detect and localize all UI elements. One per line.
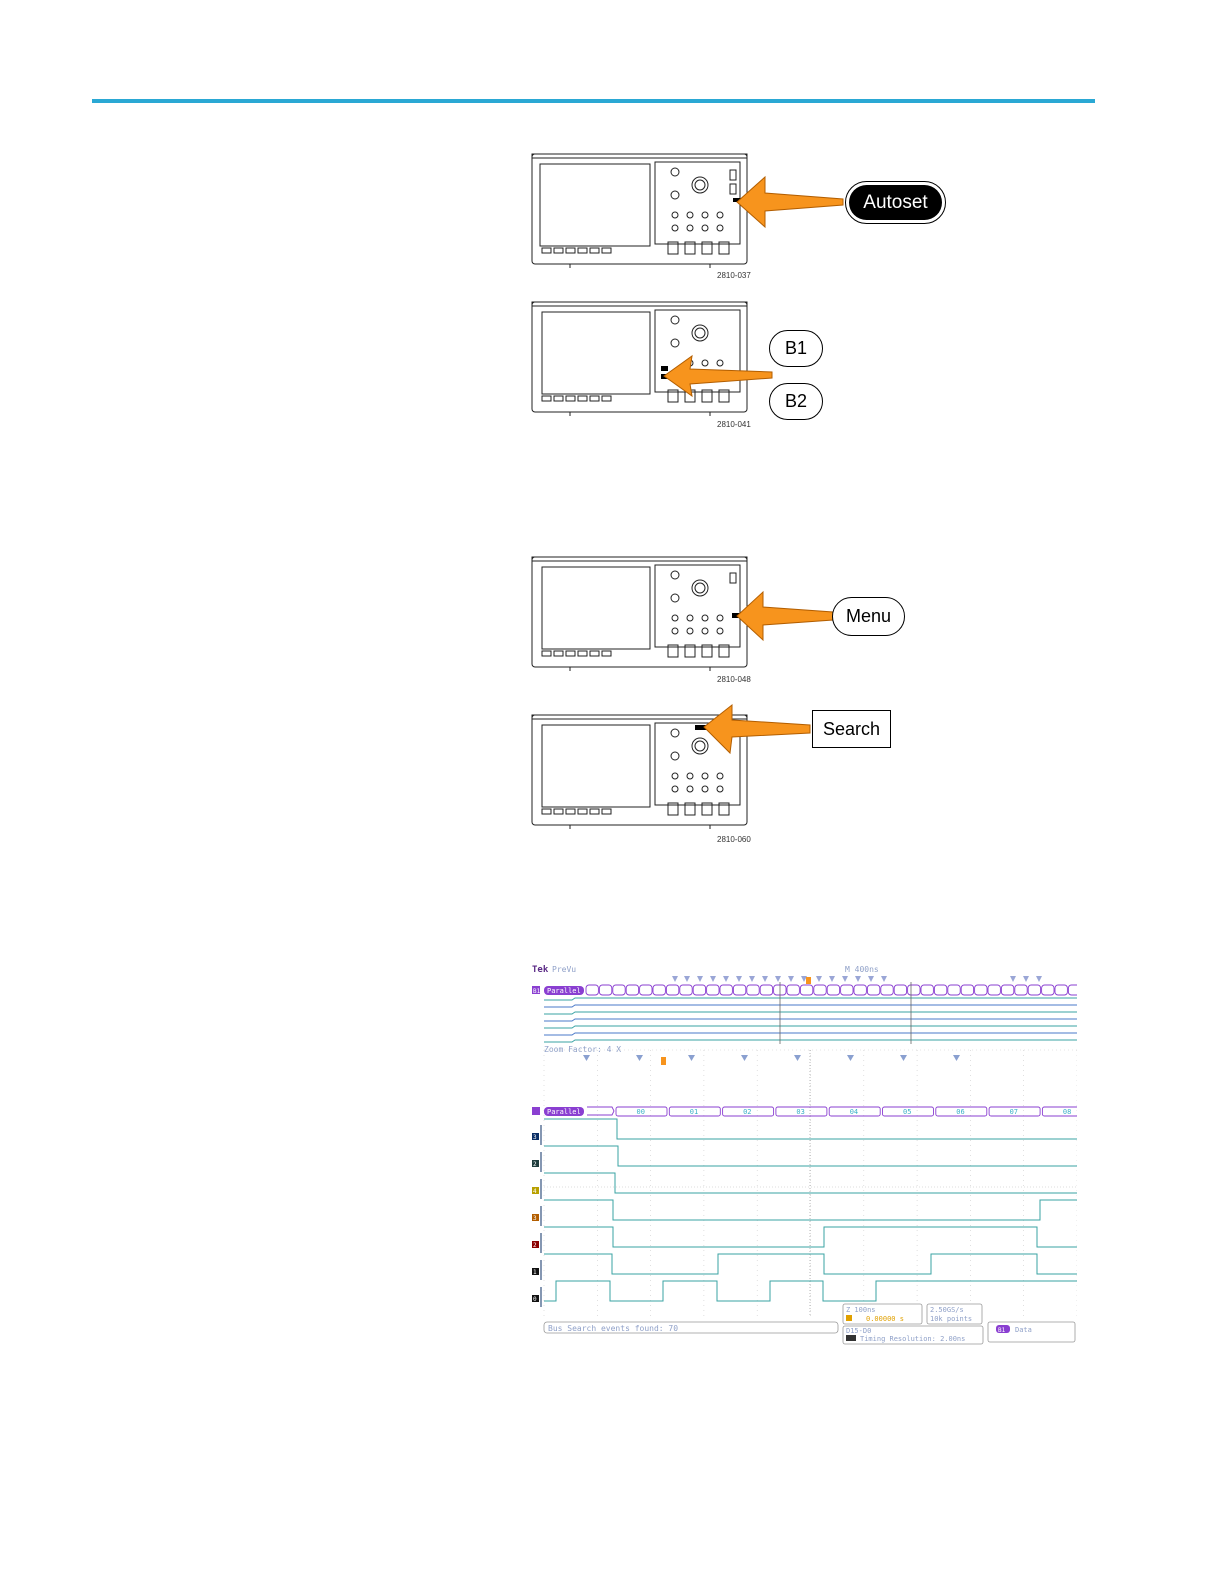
menu-button-callout: Menu: [832, 597, 905, 636]
bus-value: 04: [850, 1108, 858, 1116]
bus-name: Parallel: [547, 987, 581, 995]
channel-label: 4: [533, 1188, 537, 1195]
bus-value: 06: [956, 1108, 964, 1116]
arrow-icon: [660, 354, 775, 399]
brand-label: Tek: [532, 965, 549, 975]
bus-name-zoom: Parallel: [547, 1108, 581, 1116]
channel-label: 3: [533, 1215, 537, 1222]
autoset-button-callout: Autoset: [845, 181, 946, 224]
arrow-icon: [735, 590, 835, 642]
bus-indicator-label: B1: [533, 988, 541, 995]
channel-label: 2: [533, 1242, 537, 1249]
figure-number: 2810-037: [717, 271, 751, 280]
arrow-icon: [735, 175, 845, 230]
record-length: 10k points: [930, 1315, 972, 1323]
channel-label: 2: [533, 1161, 537, 1168]
channel-label: 0: [533, 1296, 537, 1303]
timing-resolution: Timing Resolution: 2.00ns: [860, 1335, 965, 1343]
bus-value: 01: [690, 1108, 698, 1116]
digital-range: D15-D0: [846, 1327, 871, 1335]
bus-readout-value: Data: [1015, 1326, 1032, 1334]
autoset-label: Autoset: [849, 185, 942, 220]
bus-value: 03: [796, 1108, 804, 1116]
b1-button-callout: B1: [769, 330, 823, 367]
zoom-factor: Zoom Factor: 4 X: [544, 1045, 621, 1054]
figure-number: 2810-060: [717, 835, 751, 844]
zoom-position: 0.00000 s: [866, 1315, 904, 1323]
channel-label: 1: [533, 1269, 537, 1276]
timebase-readout: M 400ns: [845, 965, 879, 974]
bus-value: 00: [637, 1108, 645, 1116]
oscilloscope-front-panel-figure-3: [530, 553, 760, 673]
trigger-position-icon: [846, 1315, 852, 1321]
search-status: Bus Search events found: 70: [548, 1324, 678, 1333]
bus-value: 08: [1063, 1108, 1071, 1116]
channel-label: 3: [533, 1134, 537, 1141]
arrow-icon: [700, 703, 812, 755]
timing-icon: [846, 1335, 856, 1341]
oscilloscope-front-panel-figure-1: [530, 150, 760, 270]
acquisition-mode: PreVu: [552, 965, 576, 974]
b2-button-callout: B2: [769, 383, 823, 420]
figure-number: 2810-048: [717, 675, 751, 684]
header-rule: [92, 99, 1095, 103]
zoom-scale: Z 100ns: [846, 1306, 876, 1314]
trigger-marker-icon: [806, 977, 811, 984]
search-button-callout: Search: [812, 710, 891, 748]
scope-screen-capture: Tek PreVu M 400ns B1 Parallel Zoom Facto…: [532, 962, 1077, 1346]
figure-number: 2810-041: [717, 420, 751, 429]
bus-readout-label: B1: [998, 1327, 1006, 1334]
sample-rate: 2.50GS/s: [930, 1306, 964, 1314]
trigger-marker-zoom-icon: [661, 1057, 666, 1065]
bus-value: 05: [903, 1108, 911, 1116]
bus-value: 07: [1010, 1108, 1018, 1116]
bus-indicator-zoom-icon: [532, 1107, 540, 1115]
bus-value: 02: [743, 1108, 751, 1116]
